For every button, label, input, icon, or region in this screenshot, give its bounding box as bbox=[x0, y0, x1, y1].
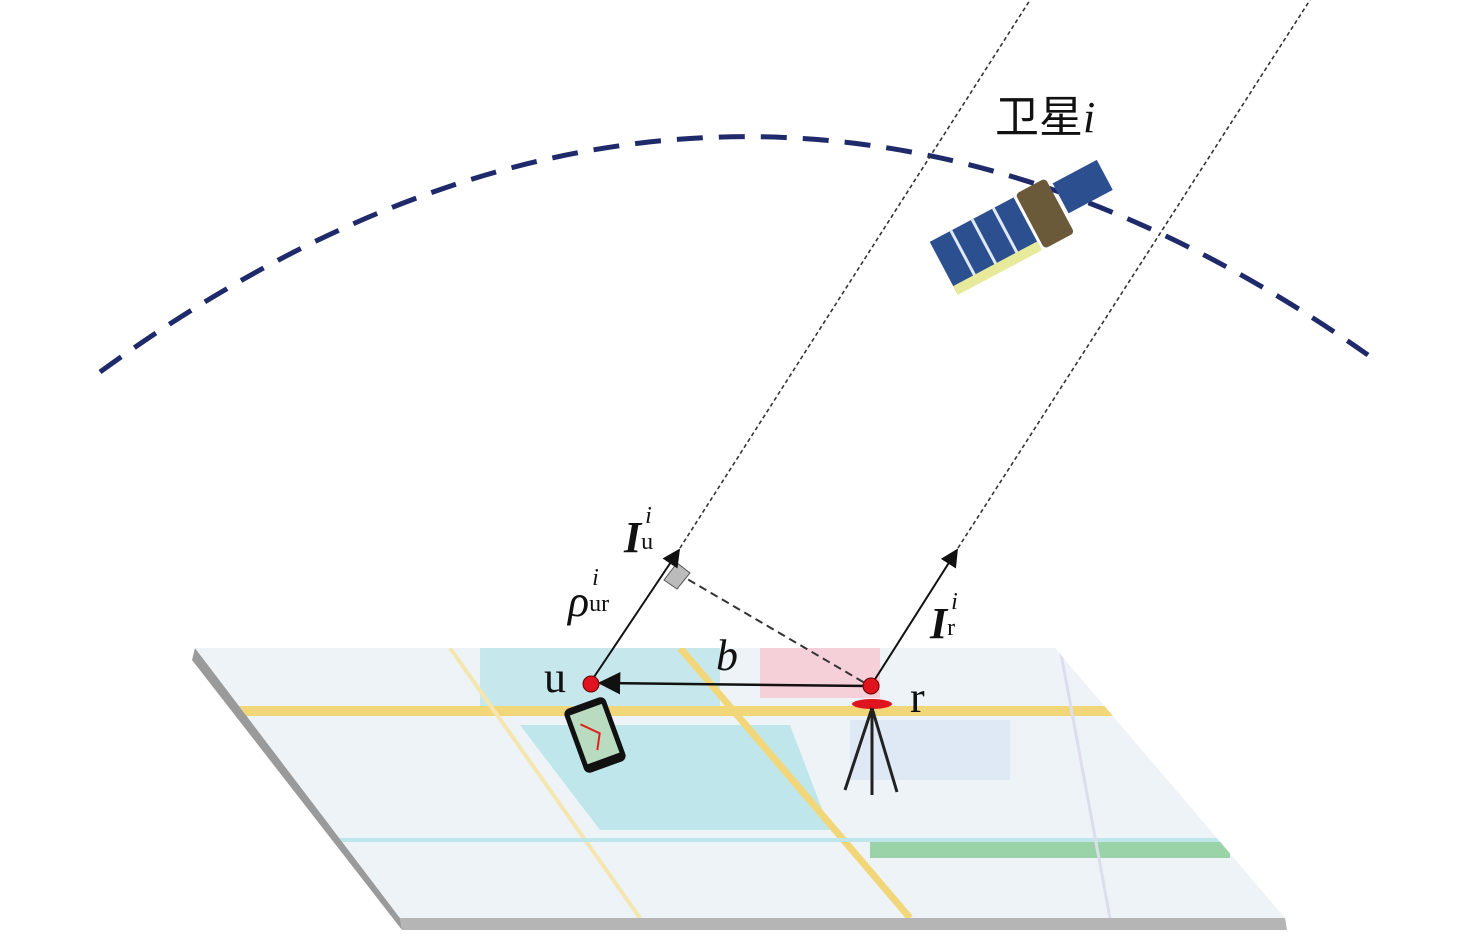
map-plate bbox=[192, 648, 1287, 930]
range-diff-sup: i bbox=[592, 565, 599, 591]
right-angle-mark bbox=[663, 562, 691, 590]
range-diff-sub: ur bbox=[589, 591, 610, 617]
satellite-label: 卫星i bbox=[995, 96, 1095, 140]
phone-icon bbox=[564, 697, 626, 773]
satellite-icon bbox=[929, 159, 1113, 295]
label-u: u bbox=[544, 653, 566, 702]
perpendicular-line bbox=[676, 572, 871, 687]
los-vector-r bbox=[871, 548, 958, 685]
main-road bbox=[200, 706, 1285, 716]
los-r-sup: i bbox=[951, 589, 958, 615]
receiver-u-point bbox=[582, 675, 600, 693]
los-line-r bbox=[957, 0, 1311, 549]
los-r-sub: r bbox=[947, 615, 956, 641]
orbit-arc bbox=[98, 134, 1370, 375]
los-u-sub: u bbox=[641, 529, 654, 555]
los-u-sup: i bbox=[645, 503, 652, 529]
satellite-label-text: 卫星 bbox=[995, 93, 1083, 142]
los-line-u bbox=[679, 0, 1031, 549]
label-r: r bbox=[910, 673, 925, 722]
label-baseline: b bbox=[716, 631, 738, 680]
tripod-icon bbox=[843, 699, 899, 795]
receiver-r-point bbox=[862, 677, 880, 695]
los-r-symbol: I bbox=[930, 599, 948, 648]
range-diff-symbol: ρ bbox=[568, 577, 590, 626]
los-u-symbol: I bbox=[624, 513, 642, 562]
los-vector-u bbox=[589, 548, 681, 684]
satellite-index: i bbox=[1083, 93, 1096, 142]
baseline-vector bbox=[597, 671, 869, 695]
